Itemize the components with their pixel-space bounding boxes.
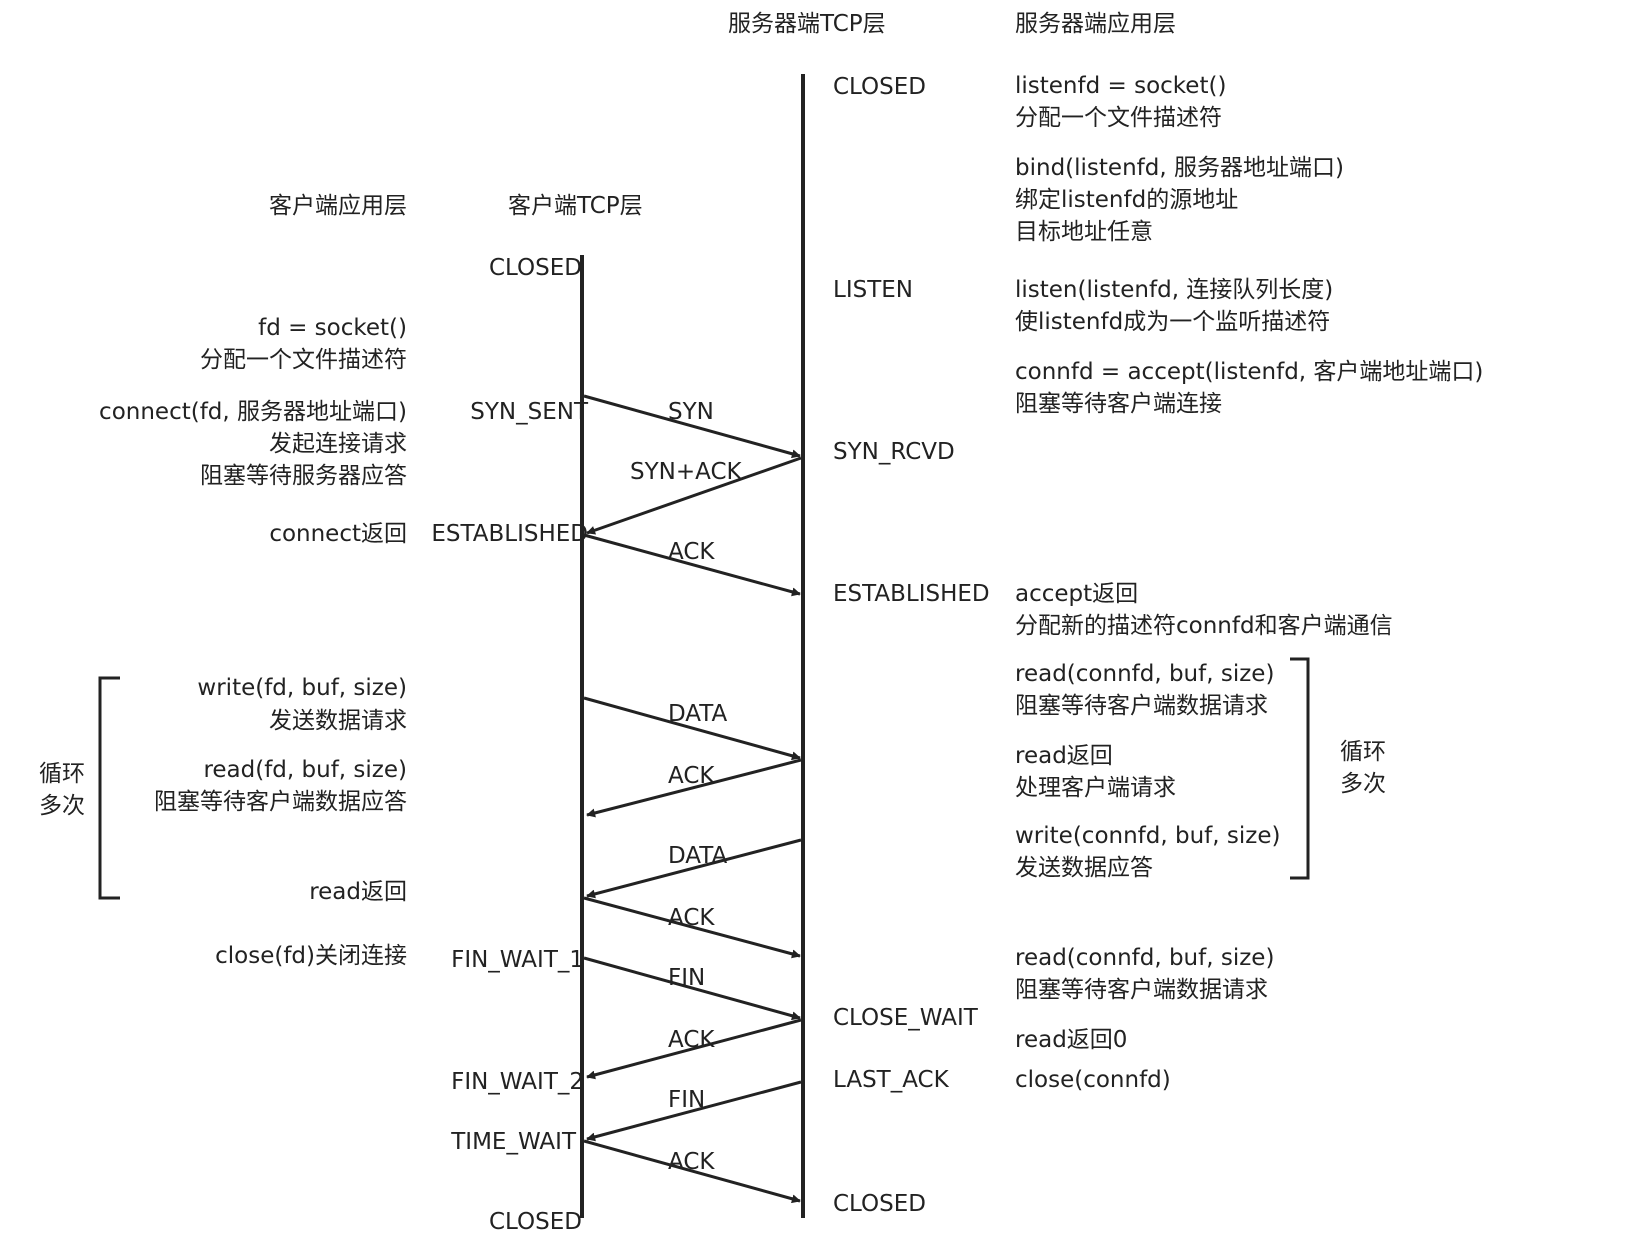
server-write-desc: 发送数据应答 xyxy=(1015,855,1153,881)
msg-label-data-2: DATA xyxy=(668,843,728,869)
client-state-fin-wait-1: FIN_WAIT_1 xyxy=(451,947,584,973)
server-read-desc: 阻塞等待客户端数据请求 xyxy=(1015,693,1268,719)
server-accept-call: connfd = accept(listenfd, 客户端地址端口) xyxy=(1015,359,1484,385)
client-connect-return: connect返回 xyxy=(269,521,407,547)
client-state-fin-wait-2: FIN_WAIT_2 xyxy=(451,1069,584,1095)
data-arrow-1 xyxy=(583,696,801,761)
server-app-header: 服务器端应用层 xyxy=(1015,11,1176,37)
server-bind-desc-1: 绑定listenfd的源地址 xyxy=(1015,187,1239,213)
client-loop-label-2: 多次 xyxy=(39,793,85,819)
server-tcp-header: 服务器端TCP层 xyxy=(728,11,886,37)
server-loop-label-2: 多次 xyxy=(1340,771,1386,797)
msg-label-ack-1: ACK xyxy=(668,539,715,565)
server-read-call: read(connfd, buf, size) xyxy=(1015,661,1275,687)
ack-arrow-4 xyxy=(586,1018,802,1080)
server-read2-desc: 阻塞等待客户端数据请求 xyxy=(1015,977,1268,1003)
client-connect-desc-2: 阻塞等待服务器应答 xyxy=(200,463,407,489)
msg-label-data-1: DATA xyxy=(668,701,728,727)
server-read-return0: read返回0 xyxy=(1015,1027,1128,1053)
client-write-desc: 发送数据请求 xyxy=(269,708,407,734)
msg-label-fin-2: FIN xyxy=(668,1087,706,1113)
client-read-return: read返回 xyxy=(309,879,407,905)
syn-ack-arrow xyxy=(586,456,802,535)
server-accept-return-desc: 分配新的描述符connfd和客户端通信 xyxy=(1015,613,1393,639)
msg-label-syn-ack: SYN+ACK xyxy=(630,459,742,485)
server-state-syn-rcvd: SYN_RCVD xyxy=(833,439,955,465)
ack-arrow-3 xyxy=(583,896,801,959)
server-accept-return: accept返回 xyxy=(1015,581,1139,607)
client-state-syn-sent: SYN_SENT xyxy=(470,399,588,425)
server-state-closed-bottom: CLOSED xyxy=(833,1191,926,1217)
server-write-call: write(connfd, buf, size) xyxy=(1015,823,1281,849)
syn-arrow xyxy=(583,394,801,459)
msg-label-ack-2: ACK xyxy=(668,763,715,789)
msg-label-ack-4: ACK xyxy=(668,1027,715,1053)
server-socket-desc: 分配一个文件描述符 xyxy=(1015,105,1222,131)
msg-label-ack-5: ACK xyxy=(668,1149,715,1175)
ack-arrow-1 xyxy=(583,533,801,597)
server-bind-call: bind(listenfd, 服务器地址端口) xyxy=(1015,155,1344,181)
msg-label-syn: SYN xyxy=(668,399,714,425)
server-state-closed-top: CLOSED xyxy=(833,74,926,100)
server-state-close-wait: CLOSE_WAIT xyxy=(833,1005,978,1031)
client-state-closed-top: CLOSED xyxy=(489,255,582,281)
client-read-call: read(fd, buf, size) xyxy=(203,757,407,783)
fin-arrow-1 xyxy=(583,956,801,1021)
client-close-call: close(fd)关闭连接 xyxy=(215,943,407,969)
client-state-time-wait: TIME_WAIT xyxy=(451,1129,576,1155)
client-app-header: 客户端应用层 xyxy=(269,193,407,219)
server-close-call: close(connfd) xyxy=(1015,1067,1171,1093)
server-read2-call: read(connfd, buf, size) xyxy=(1015,945,1275,971)
server-loop-label-1: 循环 xyxy=(1340,739,1386,765)
ack-arrow-2 xyxy=(586,758,802,818)
client-socket-desc: 分配一个文件描述符 xyxy=(200,347,407,373)
server-state-listen: LISTEN xyxy=(833,277,913,303)
client-connect-desc-1: 发起连接请求 xyxy=(269,431,407,457)
client-state-established: ESTABLISHED xyxy=(431,521,588,547)
server-state-established: ESTABLISHED xyxy=(833,581,990,607)
server-listen-desc: 使listenfd成为一个监听描述符 xyxy=(1015,309,1331,335)
data-arrow-2 xyxy=(586,838,802,899)
client-loop-bracket xyxy=(98,676,120,900)
ack-arrow-5 xyxy=(583,1139,801,1204)
client-loop-label-1: 循环 xyxy=(39,761,85,787)
client-tcp-header: 客户端TCP层 xyxy=(508,193,643,219)
server-state-last-ack: LAST_ACK xyxy=(833,1067,949,1093)
msg-label-fin-1: FIN xyxy=(668,965,706,991)
server-listen-call: listen(listenfd, 连接队列长度) xyxy=(1015,277,1334,303)
client-connect-call: connect(fd, 服务器地址端口) xyxy=(99,399,407,425)
server-socket-call: listenfd = socket() xyxy=(1015,73,1227,99)
client-read-desc: 阻塞等待客户端数据应答 xyxy=(154,789,407,815)
client-socket-call: fd = socket() xyxy=(258,315,407,341)
server-accept-desc: 阻塞等待客户端连接 xyxy=(1015,391,1222,417)
client-state-closed-bottom: CLOSED xyxy=(489,1209,582,1235)
server-read-return: read返回 xyxy=(1015,743,1113,769)
server-read-return-desc: 处理客户端请求 xyxy=(1015,775,1176,801)
fin-arrow-2 xyxy=(586,1080,802,1142)
server-bind-desc-2: 目标地址任意 xyxy=(1015,219,1153,245)
client-write-call: write(fd, buf, size) xyxy=(197,675,407,701)
server-loop-bracket xyxy=(1290,657,1310,880)
msg-label-ack-3: ACK xyxy=(668,905,715,931)
